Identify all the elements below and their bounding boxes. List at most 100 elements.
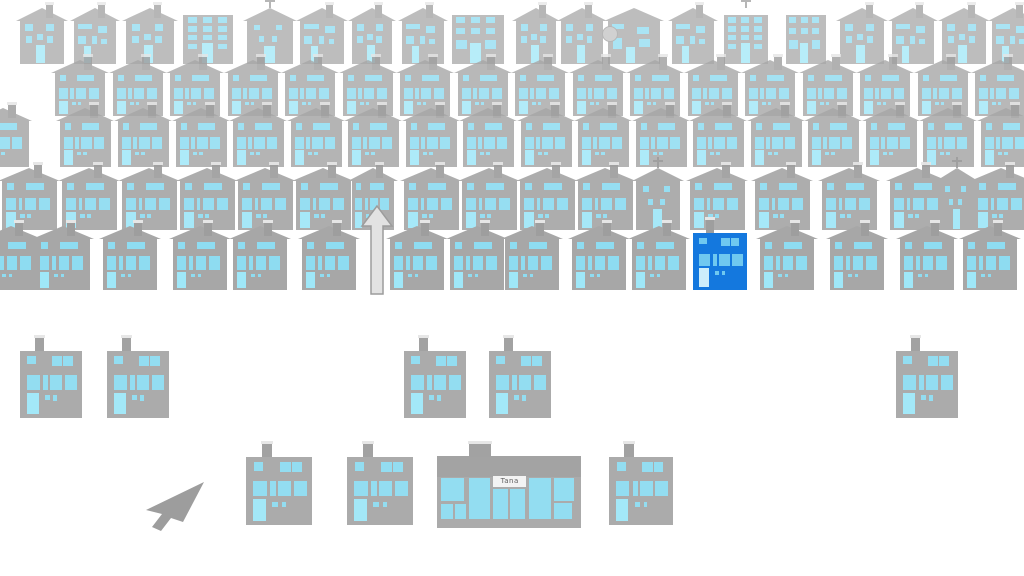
- house[interactable]: [489, 335, 551, 418]
- window: [146, 183, 165, 191]
- house[interactable]: [668, 2, 718, 64]
- house[interactable]: [517, 102, 575, 167]
- house[interactable]: [109, 54, 167, 116]
- house[interactable]: [628, 220, 690, 290]
- window: [595, 241, 614, 249]
- house[interactable]: [176, 162, 238, 230]
- highlighted-house[interactable]: [693, 217, 747, 290]
- house[interactable]: [458, 162, 520, 230]
- house[interactable]: [574, 102, 632, 167]
- window: [721, 237, 730, 246]
- house[interactable]: [452, 8, 504, 64]
- house[interactable]: [689, 102, 747, 167]
- house[interactable]: [404, 335, 466, 418]
- house[interactable]: [786, 8, 826, 64]
- house[interactable]: [971, 54, 1024, 116]
- house[interactable]: [287, 102, 345, 167]
- house[interactable]: [856, 54, 914, 116]
- house[interactable]: [970, 162, 1024, 230]
- house[interactable]: [826, 220, 888, 290]
- house[interactable]: [938, 2, 990, 64]
- house[interactable]: [632, 102, 690, 167]
- house[interactable]: [446, 220, 508, 290]
- house[interactable]: [344, 102, 402, 167]
- house[interactable]: [896, 335, 958, 418]
- house[interactable]: [0, 102, 32, 167]
- house[interactable]: [501, 220, 563, 290]
- house[interactable]: [557, 2, 607, 64]
- chimney: [261, 102, 272, 118]
- house[interactable]: [183, 8, 233, 64]
- window: [422, 152, 427, 156]
- house[interactable]: [936, 157, 978, 230]
- house[interactable]: [169, 220, 231, 290]
- window: [536, 87, 546, 99]
- house[interactable]: [459, 102, 517, 167]
- house[interactable]: [402, 102, 460, 167]
- window: [945, 123, 963, 130]
- window: [18, 197, 23, 211]
- house[interactable]: [818, 162, 880, 230]
- house[interactable]: [32, 220, 94, 290]
- window: [766, 136, 770, 149]
- house[interactable]: [16, 2, 68, 64]
- house[interactable]: [751, 162, 813, 230]
- house[interactable]: [0, 220, 42, 290]
- chimney: [721, 102, 732, 118]
- chimney-cap: [260, 441, 273, 444]
- house[interactable]: [298, 220, 360, 290]
- chimney-cap: [550, 162, 561, 165]
- satellite-dish-icon: [602, 26, 618, 42]
- store-building[interactable]: Tana: [437, 441, 581, 528]
- house[interactable]: [118, 162, 180, 230]
- window: [480, 75, 497, 82]
- house[interactable]: [229, 102, 287, 167]
- window: [941, 102, 944, 106]
- house[interactable]: [804, 102, 862, 167]
- house[interactable]: [602, 8, 664, 64]
- house[interactable]: [836, 2, 888, 64]
- house[interactable]: [609, 441, 673, 525]
- window: [479, 87, 489, 99]
- window: [555, 136, 566, 149]
- house[interactable]: [172, 102, 230, 167]
- window: [242, 183, 251, 191]
- house[interactable]: [888, 2, 938, 64]
- house[interactable]: [347, 441, 413, 525]
- door: [354, 499, 367, 521]
- house[interactable]: [246, 441, 312, 525]
- house[interactable]: [896, 220, 958, 290]
- chimney: [420, 220, 431, 236]
- house[interactable]: [386, 220, 448, 290]
- house[interactable]: [959, 220, 1021, 290]
- chimney: [920, 162, 931, 178]
- house[interactable]: [56, 102, 114, 167]
- house[interactable]: [919, 102, 977, 167]
- roof: [234, 168, 296, 181]
- house[interactable]: [107, 335, 169, 418]
- house[interactable]: [0, 162, 60, 230]
- house[interactable]: [99, 220, 161, 290]
- house[interactable]: [229, 220, 291, 290]
- house[interactable]: [747, 102, 805, 167]
- house[interactable]: [686, 162, 748, 230]
- house[interactable]: [114, 102, 172, 167]
- window: [807, 87, 816, 99]
- house[interactable]: [400, 162, 462, 230]
- house[interactable]: [862, 102, 920, 167]
- house[interactable]: [977, 102, 1024, 167]
- window: [642, 462, 653, 472]
- house[interactable]: [398, 2, 448, 64]
- house[interactable]: [243, 0, 297, 64]
- house[interactable]: [632, 157, 684, 230]
- house[interactable]: [756, 220, 818, 290]
- window: [46, 24, 54, 31]
- house[interactable]: [724, 0, 768, 64]
- roof: [287, 108, 345, 121]
- roof: [632, 168, 684, 181]
- house[interactable]: [516, 162, 578, 230]
- window: [454, 256, 464, 270]
- house[interactable]: [20, 335, 82, 418]
- house[interactable]: [568, 220, 630, 290]
- house[interactable]: [234, 162, 296, 230]
